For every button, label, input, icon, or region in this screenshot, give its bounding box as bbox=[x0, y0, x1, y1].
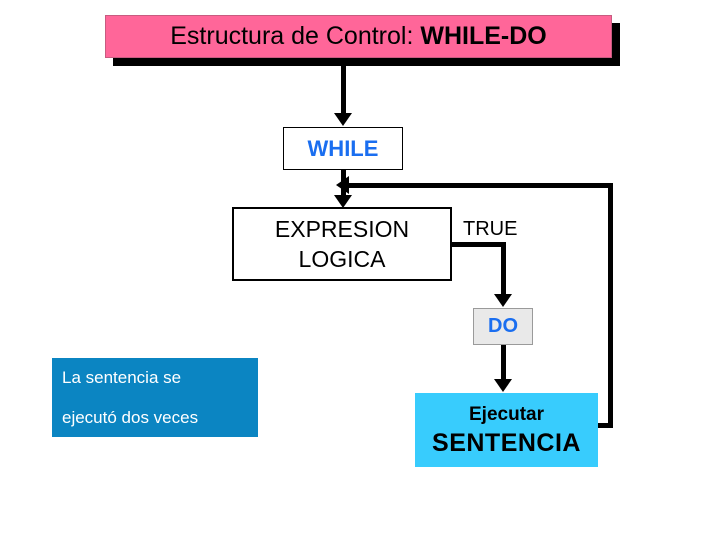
arrowhead-do-to-statement bbox=[494, 379, 512, 392]
title-keyword: WHILE-DO bbox=[420, 22, 547, 50]
node-while[interactable]: WHILE bbox=[283, 127, 403, 170]
connector-true-branch-to-do bbox=[501, 242, 506, 295]
arrowhead-true-branch-to-do bbox=[494, 294, 512, 307]
annotation-note: La sentencia se ejecutó dos veces bbox=[52, 358, 258, 437]
node-do[interactable]: DO bbox=[473, 308, 533, 345]
connector-loopback-bottom bbox=[594, 423, 613, 428]
connector-title-to-while bbox=[341, 58, 346, 114]
annotation-note-line1: La sentencia se bbox=[62, 367, 182, 387]
node-condition[interactable]: EXPRESION LOGICA bbox=[232, 207, 452, 281]
arrowhead-title-to-while bbox=[334, 113, 352, 126]
arrowhead-while-to-condition bbox=[334, 195, 352, 208]
branch-label-true: TRUE bbox=[463, 218, 518, 240]
node-statement-line1: Ejecutar bbox=[469, 404, 544, 425]
connector-loopback-right-rail bbox=[608, 183, 613, 428]
title-banner: Estructura de Control: WHILE-DO bbox=[105, 15, 612, 58]
node-statement[interactable]: Ejecutar SENTENCIA bbox=[415, 393, 598, 467]
connector-condition-to-true-branch bbox=[450, 242, 506, 247]
annotation-note-line2: ejecutó dos veces bbox=[62, 407, 199, 427]
node-condition-line1: EXPRESION bbox=[274, 216, 410, 242]
node-do-label: DO bbox=[488, 315, 518, 337]
node-condition-line2: LOGICA bbox=[298, 246, 386, 272]
page-title: Estructura de Control: WHILE-DO bbox=[170, 22, 547, 51]
node-statement-line2: SENTENCIA bbox=[432, 429, 581, 457]
title-prefix: Estructura de Control: bbox=[170, 22, 421, 50]
connector-do-to-statement bbox=[501, 345, 506, 379]
connector-loopback-top bbox=[348, 183, 613, 188]
arrowhead-loopback bbox=[336, 176, 349, 194]
node-while-label: WHILE bbox=[307, 135, 379, 161]
